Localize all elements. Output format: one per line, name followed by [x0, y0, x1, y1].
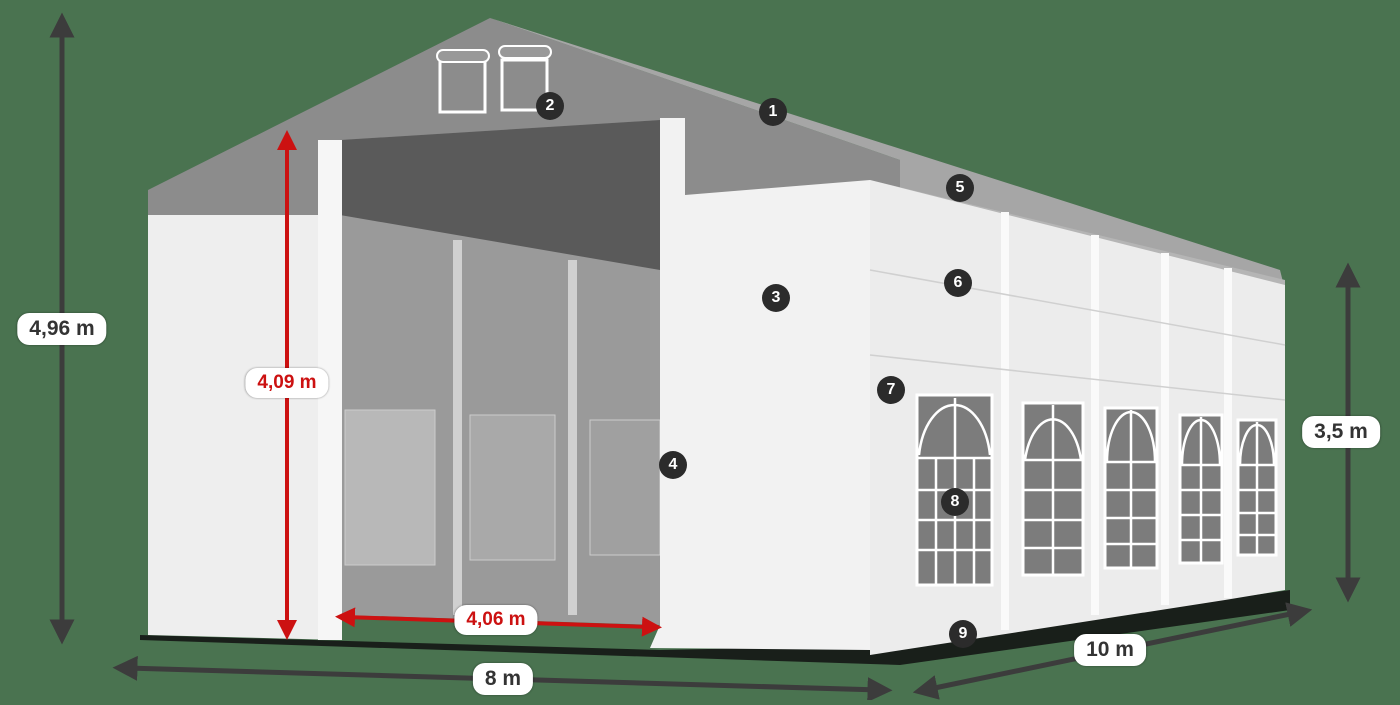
front-wall-right: [650, 118, 870, 650]
front-wall-left: [148, 215, 340, 640]
entrance-width-label: 4,06 m: [454, 605, 538, 635]
roof-side: [490, 18, 1285, 290]
entrance-height-label: 4,09 m: [245, 368, 329, 398]
marker-5: 5: [946, 174, 974, 202]
length-label: 10 m: [1074, 634, 1146, 666]
marker-9: 9: [949, 620, 977, 648]
marker-6: 6: [944, 269, 972, 297]
marker-4: 4: [659, 451, 687, 479]
marker-2: 2: [536, 92, 564, 120]
marker-3: 3: [762, 284, 790, 312]
marker-8: 8: [941, 488, 969, 516]
total-height-label: 4,96 m: [17, 313, 107, 345]
marker-7: 7: [877, 376, 905, 404]
width-label: 8 m: [472, 663, 534, 695]
side-height-label: 3,5 m: [1302, 416, 1380, 448]
marker-1: 1: [759, 98, 787, 126]
